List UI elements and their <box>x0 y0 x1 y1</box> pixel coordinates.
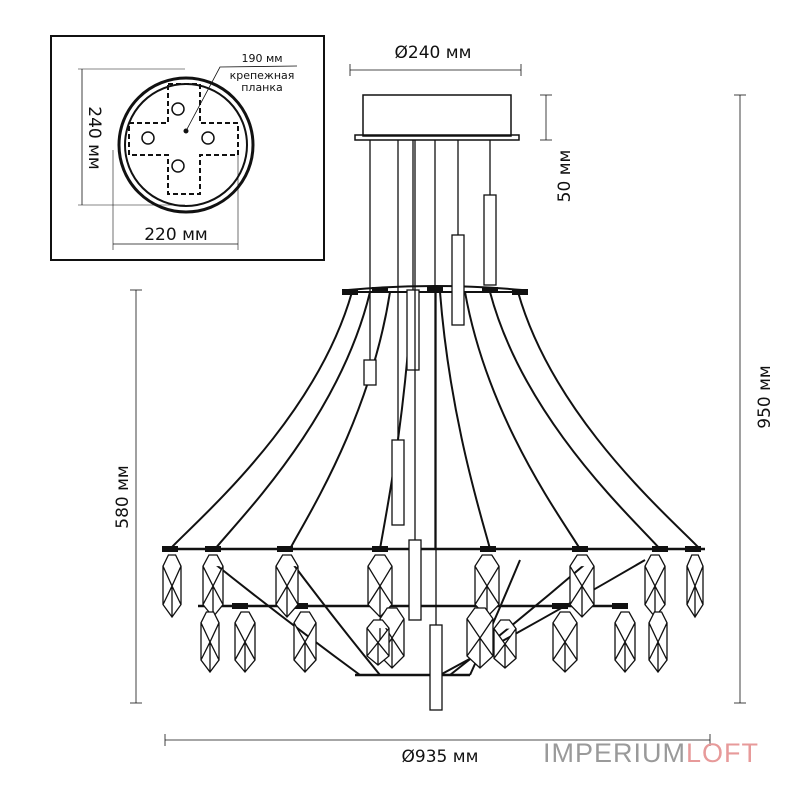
crystal <box>162 554 182 619</box>
pendant-lamp <box>429 624 443 711</box>
connector <box>342 289 358 295</box>
lower-arm <box>439 559 646 676</box>
connector <box>552 603 568 609</box>
crystal <box>493 619 517 669</box>
connector <box>572 546 588 552</box>
connector <box>685 546 701 552</box>
connector <box>372 546 388 552</box>
connector <box>162 546 178 552</box>
canopy-height-label: 50 мм <box>555 150 575 203</box>
arm <box>464 291 581 550</box>
diameter-label: Ø935 мм <box>402 747 479 767</box>
crystal <box>234 611 256 674</box>
watermark-logo: IMPERIUMLOFT <box>543 738 759 768</box>
crystal <box>474 554 500 618</box>
canopy <box>362 94 512 137</box>
lower-arm <box>289 559 381 676</box>
connector <box>480 546 496 552</box>
arm <box>289 291 391 550</box>
connector <box>652 546 668 552</box>
crystal <box>614 611 636 674</box>
lower-arm <box>209 559 361 676</box>
arm <box>214 291 371 550</box>
crystal <box>644 554 666 619</box>
plate-caption-1: крепежная <box>230 69 295 82</box>
crystal <box>200 611 220 674</box>
pendant-lamp <box>391 439 405 526</box>
arm <box>517 291 701 550</box>
inset-width-label: 220 мм <box>144 225 208 245</box>
crystal <box>202 554 224 619</box>
mounting-plate-inset <box>50 35 325 261</box>
connector <box>292 603 308 609</box>
crystal <box>466 607 494 669</box>
inset-height-label: 240 мм <box>84 106 104 170</box>
total-height-label: 950 мм <box>755 365 775 429</box>
plate-caption-2: планка <box>241 81 283 94</box>
connector <box>232 603 248 609</box>
arm <box>169 291 353 550</box>
arm <box>489 291 661 550</box>
body-height-label: 580 мм <box>113 465 133 529</box>
connector <box>277 546 293 552</box>
connector <box>612 603 628 609</box>
plate-size-label: 190 мм <box>241 52 282 65</box>
connector <box>205 546 221 552</box>
crystal <box>275 554 299 618</box>
connector <box>482 287 498 293</box>
crystal <box>293 611 317 673</box>
crystal <box>648 611 668 674</box>
pendant-lamp <box>406 289 420 371</box>
pendant-lamp <box>451 234 465 326</box>
crystal <box>569 554 595 618</box>
arm <box>439 291 491 550</box>
pendant-lamp <box>408 539 422 621</box>
connector <box>427 287 443 293</box>
connector <box>372 287 388 293</box>
crystal <box>686 554 704 619</box>
crystal <box>366 619 390 666</box>
dimension-lines <box>130 64 746 746</box>
crystal <box>552 611 578 673</box>
chandelier <box>162 94 705 711</box>
pendant-lamp <box>483 194 497 286</box>
pendant-lamp <box>363 359 377 386</box>
canopy-diameter-label: Ø240 мм <box>395 43 472 63</box>
canopy-base <box>354 134 520 141</box>
connector <box>512 289 528 295</box>
